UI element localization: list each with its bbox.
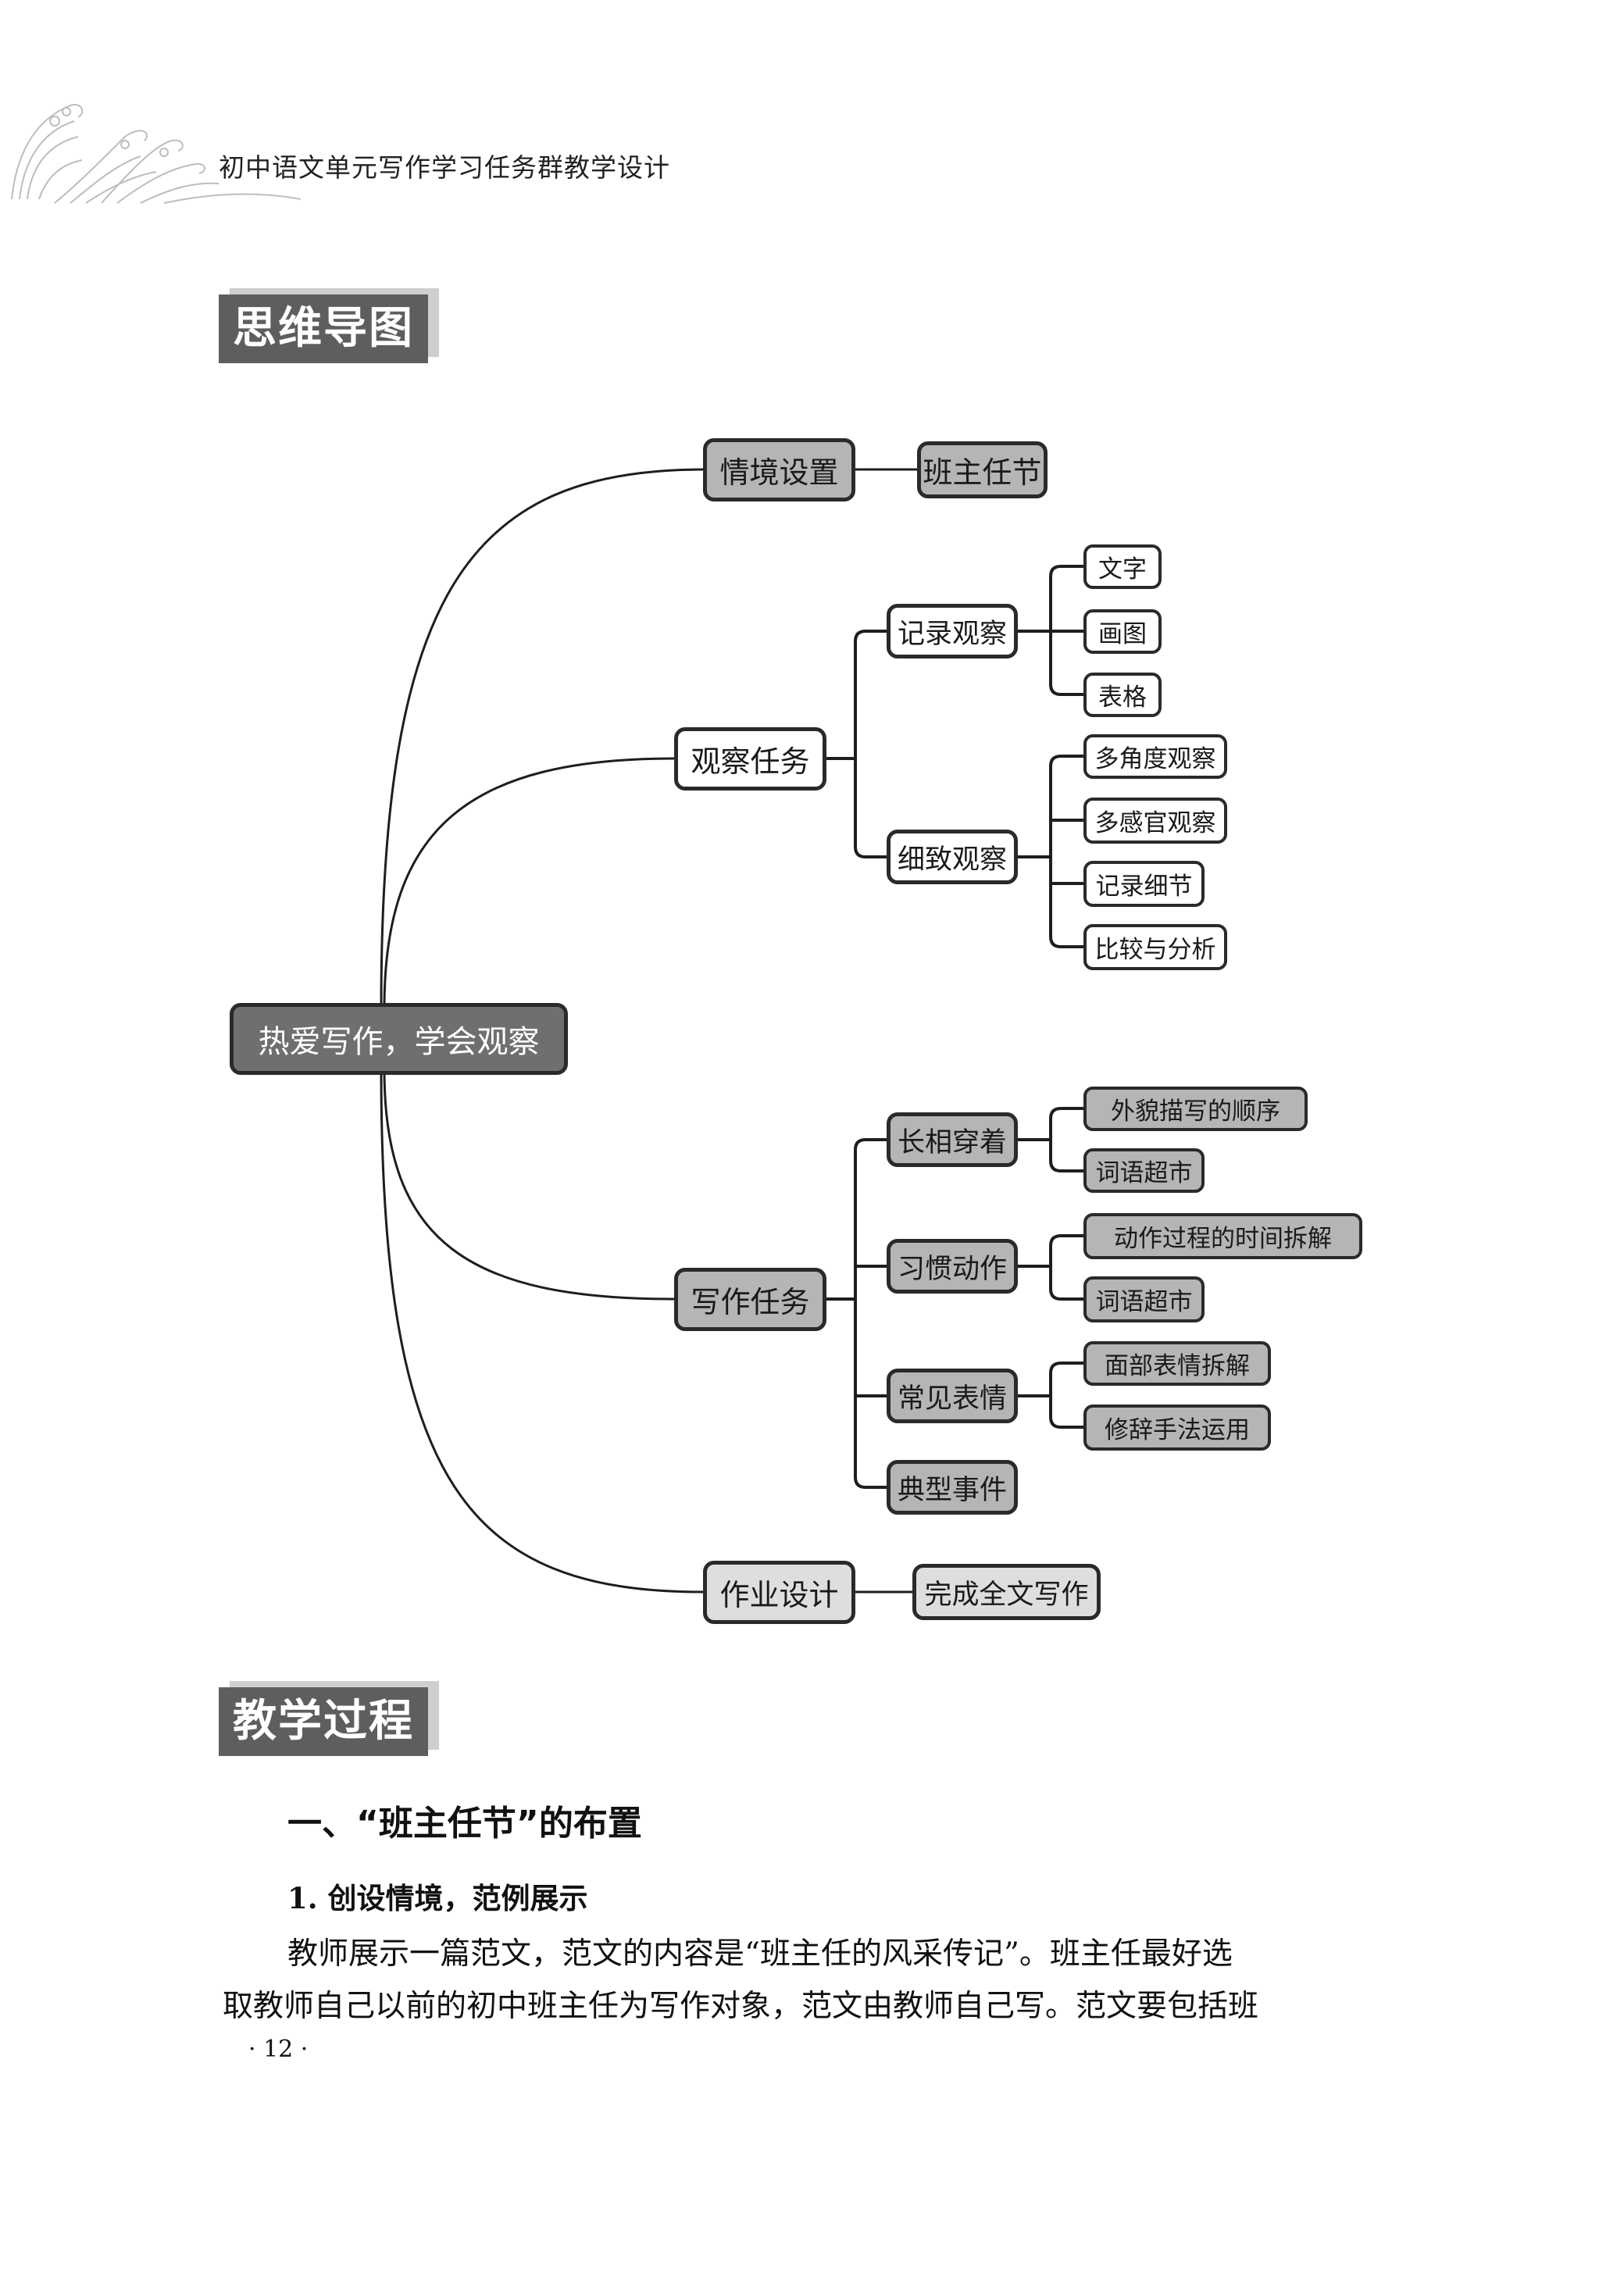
book-title: 初中语文单元写作学习任务群教学设计 [219, 152, 670, 183]
leaf-detail-senses: 多感官观察 [1083, 798, 1227, 844]
leaf-record-table: 表格 [1083, 673, 1162, 717]
node-situation-child: 班主任节 [917, 441, 1048, 498]
body-heading: 一、“班主任节”的布置 [287, 1804, 642, 1843]
body-subheading: 1. 创设情境，范例展示 [287, 1881, 588, 1915]
section-title-text: 思维导图 [219, 294, 428, 363]
leaf-habits-timeline: 动作过程的时间拆解 [1083, 1213, 1362, 1259]
node-observe: 观察任务 [674, 727, 826, 791]
section-title-mindmap: 思维导图 [219, 288, 439, 363]
node-record: 记录观察 [887, 604, 1018, 659]
node-expressions: 常见表情 [887, 1369, 1018, 1423]
node-writing: 写作任务 [674, 1268, 826, 1331]
curve-to-observe [383, 757, 675, 1008]
section-title-text: 教学过程 [219, 1687, 428, 1756]
leaf-record-drawing: 画图 [1083, 609, 1162, 654]
paragraph-line: 取教师自己以前的初中班主任为写作对象，范文由教师自己写。范文要包括班 [223, 1989, 1259, 2024]
leaf-detail-compare: 比较与分析 [1083, 924, 1227, 970]
leaf-looks-words: 词语超市 [1083, 1148, 1205, 1193]
leaf-record-text: 文字 [1083, 544, 1162, 589]
leaf-expressions-face: 面部表情拆解 [1083, 1341, 1271, 1386]
wave-decoration [11, 104, 302, 204]
node-situation: 情境设置 [703, 438, 855, 501]
section-title-process: 教学过程 [219, 1681, 439, 1756]
paragraph-line: 教师展示一篇范文，范文的内容是“班主任的风采传记”。班主任最好选 [287, 1936, 1233, 1972]
leaf-looks-order: 外貌描写的顺序 [1083, 1087, 1308, 1131]
leaf-detail-record: 记录细节 [1083, 861, 1205, 907]
node-looks: 长相穿着 [887, 1112, 1018, 1167]
node-events: 典型事件 [887, 1460, 1018, 1515]
leaf-habits-words: 词语超市 [1083, 1276, 1205, 1322]
curve-to-situation [380, 468, 704, 1008]
page-number: · 12 · [248, 2036, 309, 2063]
leaf-expressions-rhetoric: 修辞手法运用 [1083, 1404, 1271, 1451]
node-detail: 细致观察 [887, 830, 1018, 884]
curve-to-homework [380, 1069, 704, 1594]
node-habits: 习惯动作 [887, 1239, 1018, 1294]
leaf-detail-angles: 多角度观察 [1083, 734, 1227, 779]
node-homework: 作业设计 [703, 1561, 855, 1624]
center-node: 热爱写作，学会观察 [230, 1003, 568, 1075]
node-homework-child: 完成全文写作 [912, 1564, 1101, 1620]
curve-to-writing [383, 1069, 675, 1301]
